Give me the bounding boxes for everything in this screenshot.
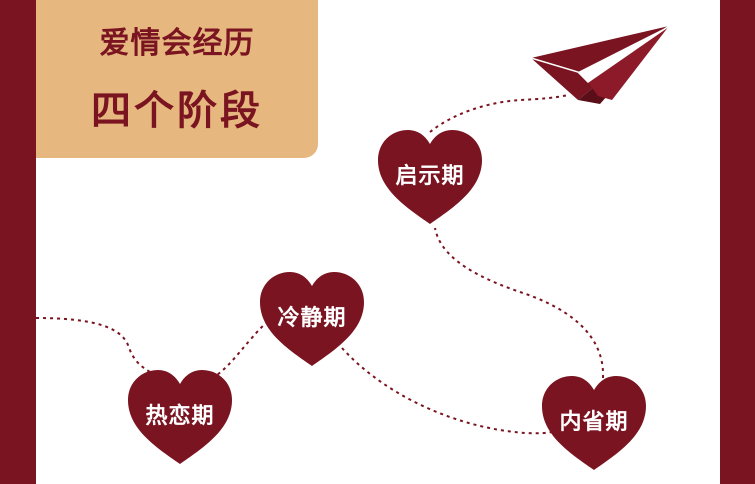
dotted-path-3-4 (434, 227, 605, 379)
heart-icon (128, 370, 232, 464)
stage-heart-neixing: 内省期 (538, 374, 650, 474)
stage-label-rerian: 热恋期 (145, 404, 215, 429)
heart-icon (260, 272, 364, 366)
stage-label-lengjing: 冷静期 (277, 306, 347, 331)
title-line-2: 四个阶段 (91, 87, 263, 134)
dotted-path-2-3 (341, 347, 553, 435)
dotted-path-entry (35, 317, 151, 373)
heart-icon (542, 376, 646, 470)
title-box: 爱情会经历 四个阶段 (36, 0, 318, 158)
title-line-1: 爱情会经历 (99, 26, 255, 61)
paper-plane-icon (530, 25, 670, 104)
stage-label-qishi: 启示期 (395, 164, 465, 189)
stage-heart-lengjing: 冷静期 (256, 270, 368, 370)
dotted-path-4-plane (429, 94, 569, 133)
stage-heart-qishi: 启示期 (374, 128, 486, 228)
stage-label-neixing: 内省期 (559, 410, 629, 435)
heart-icon (378, 130, 482, 224)
stage-heart-rerian: 热恋期 (124, 368, 236, 468)
